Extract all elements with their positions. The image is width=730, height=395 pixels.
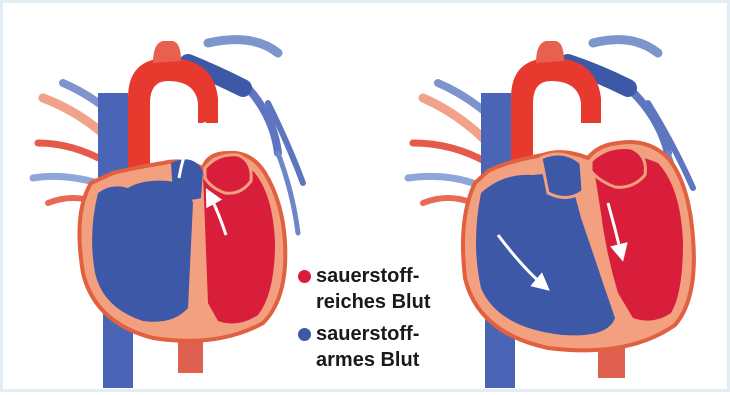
legend-label-oxygen-rich: sauerstoff- reiches Blut: [316, 263, 456, 315]
legend-item-oxygen-rich: sauerstoff- reiches Blut: [296, 263, 456, 315]
aorta-left: [128, 58, 218, 168]
blue-dot-icon: [298, 328, 311, 341]
heart-left-diagram: [33, 40, 303, 388]
legend-item-oxygen-poor: sauerstoff- armes Blut: [296, 321, 456, 373]
red-dot-icon: [298, 270, 311, 283]
blood-legend: sauerstoff- reiches Blut sauerstoff- arm…: [296, 263, 456, 379]
legend-label-oxygen-poor: sauerstoff- armes Blut: [316, 321, 456, 373]
